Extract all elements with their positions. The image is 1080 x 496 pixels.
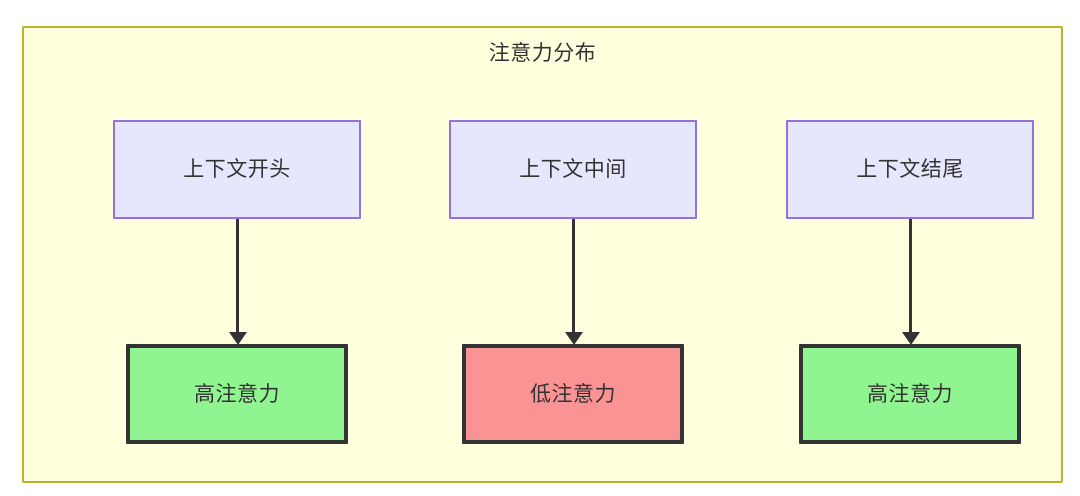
node-context-middle[interactable]: 上下文中间 (449, 120, 697, 219)
node-context-start[interactable]: 上下文开头 (113, 120, 361, 219)
node-context-middle-label: 上下文中间 (519, 158, 627, 181)
node-attention-end-label: 高注意力 (867, 382, 953, 406)
edge-context-end-to-attention (909, 219, 912, 333)
attention-distribution-cluster: 注意力分布 上下文开头 上下文中间 上下文结尾 高注意力 低注意力 高注意力 (22, 26, 1063, 483)
node-attention-middle-label: 低注意力 (530, 382, 616, 406)
diagram-title: 注意力分布 (488, 42, 597, 65)
node-context-start-label: 上下文开头 (183, 158, 291, 181)
node-context-end-label: 上下文结尾 (856, 158, 964, 181)
node-attention-end[interactable]: 高注意力 (799, 344, 1021, 444)
edge-context-middle-to-attention (572, 219, 575, 333)
edge-context-start-to-attention (236, 219, 239, 333)
node-context-end[interactable]: 上下文结尾 (786, 120, 1034, 219)
node-attention-start[interactable]: 高注意力 (126, 344, 348, 444)
node-attention-start-label: 高注意力 (194, 382, 280, 406)
node-attention-middle[interactable]: 低注意力 (462, 344, 684, 444)
